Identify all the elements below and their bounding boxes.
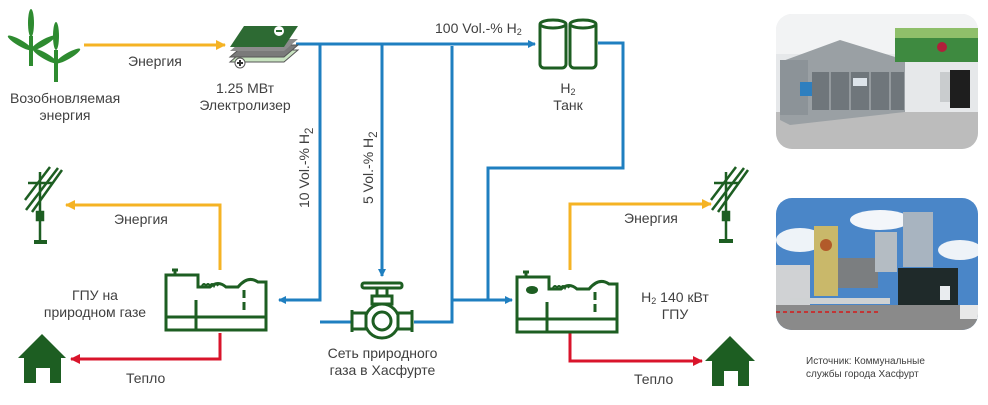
gas-grid-line2: газа в Хасфурте [329, 362, 436, 378]
chp-h2-label: H2 140 кВт ГПУ [630, 289, 720, 323]
chp-natural-gas-label: ГПУ на природном газе [30, 287, 160, 321]
renewable-energy-label: Возобновляемая энергия [10, 90, 120, 124]
chp-ng-line1: ГПУ на [72, 287, 118, 303]
tank-label-line1: H2 [538, 80, 598, 97]
flow-10pct-main: 10 Vol.-% H [296, 134, 312, 208]
pipe-tank-out [486, 41, 625, 300]
flow-10pct-sub: 2 [302, 127, 316, 135]
pipe-10pct-branch [278, 44, 322, 304]
gas-grid-line1: Сеть природного [327, 345, 438, 361]
pipe-grid-right [414, 46, 454, 324]
heat-left-to-house [70, 333, 222, 364]
renewable-label-line2: энергия [39, 107, 91, 123]
energy-right-to-grid [568, 199, 712, 270]
flow-label-10pct: 10 Vol.-% H2 [296, 128, 316, 208]
flow-label-5pct: 5 Vol.-% H2 [360, 131, 380, 204]
flow-5pct-sub: 2 [366, 131, 380, 138]
tank-label: H2 Танк [538, 80, 598, 114]
heat-right-to-house [568, 333, 703, 366]
energy-lines [65, 40, 712, 270]
flow-5pct-main: 5 Vol.-% H [360, 137, 376, 204]
flow-label-energy-right: Энергия [624, 210, 678, 226]
source-line2: службы города Хасфурт [806, 369, 919, 380]
electrolyzer-stack-icon [228, 26, 300, 69]
flow-100pct-main: 100 Vol.-% H [435, 20, 517, 36]
chp-ng-line2: природном газе [43, 304, 147, 320]
tank-name: Танк [553, 97, 583, 113]
flow-label-energy-left: Энергия [114, 211, 168, 227]
electrolyzer-hall-photo [776, 14, 978, 149]
tank-sub: 2 [570, 87, 576, 97]
heat-lines [70, 333, 703, 366]
house-icon [705, 336, 755, 386]
source-line1: Источник: Коммунальные [806, 356, 925, 367]
flow-label-heat-right: Тепло [634, 371, 674, 387]
gas-grid-label: Сеть природного газа в Хасфурте [300, 345, 465, 379]
wind-turbine-icon [7, 9, 81, 82]
chp-h2-line1: H2 140 кВт [630, 289, 720, 306]
tank-h: H [560, 80, 571, 96]
chp-h2-capacity: 140 кВт [656, 289, 709, 305]
energy-left-to-grid [65, 200, 222, 270]
flow-label-heat-left: Тепло [126, 370, 166, 386]
electrolyzer-capacity: 1.25 МВт [215, 80, 275, 96]
flow-label-100pct: 100 Vol.-% H2 [435, 20, 522, 37]
house-icon [18, 334, 66, 383]
chp-plant-photo [776, 198, 978, 330]
source-credit: Источник: Коммунальные службы города Хас… [806, 355, 925, 381]
electrolyzer-name: Электролизер [199, 97, 291, 113]
chp-h2-sub: 2 [651, 296, 657, 306]
generator-icon [164, 268, 268, 332]
chp-h2-name: ГПУ [661, 306, 689, 322]
flow-100pct-sub: 2 [516, 27, 522, 37]
flow-label-energy-top: Энергия [128, 53, 182, 69]
chp-h2-h: H [641, 289, 652, 305]
valve-icon [350, 281, 414, 340]
power-pole-icon [24, 166, 64, 244]
hydrogen-tank-icon [538, 18, 598, 70]
generator-icon [515, 270, 619, 334]
electrolyzer-label: 1.25 МВт Электролизер [190, 80, 300, 114]
hydrogen-pipes [278, 40, 625, 324]
renewable-label-line1: Возобновляемая [10, 90, 121, 106]
power-pole-icon [710, 166, 750, 243]
